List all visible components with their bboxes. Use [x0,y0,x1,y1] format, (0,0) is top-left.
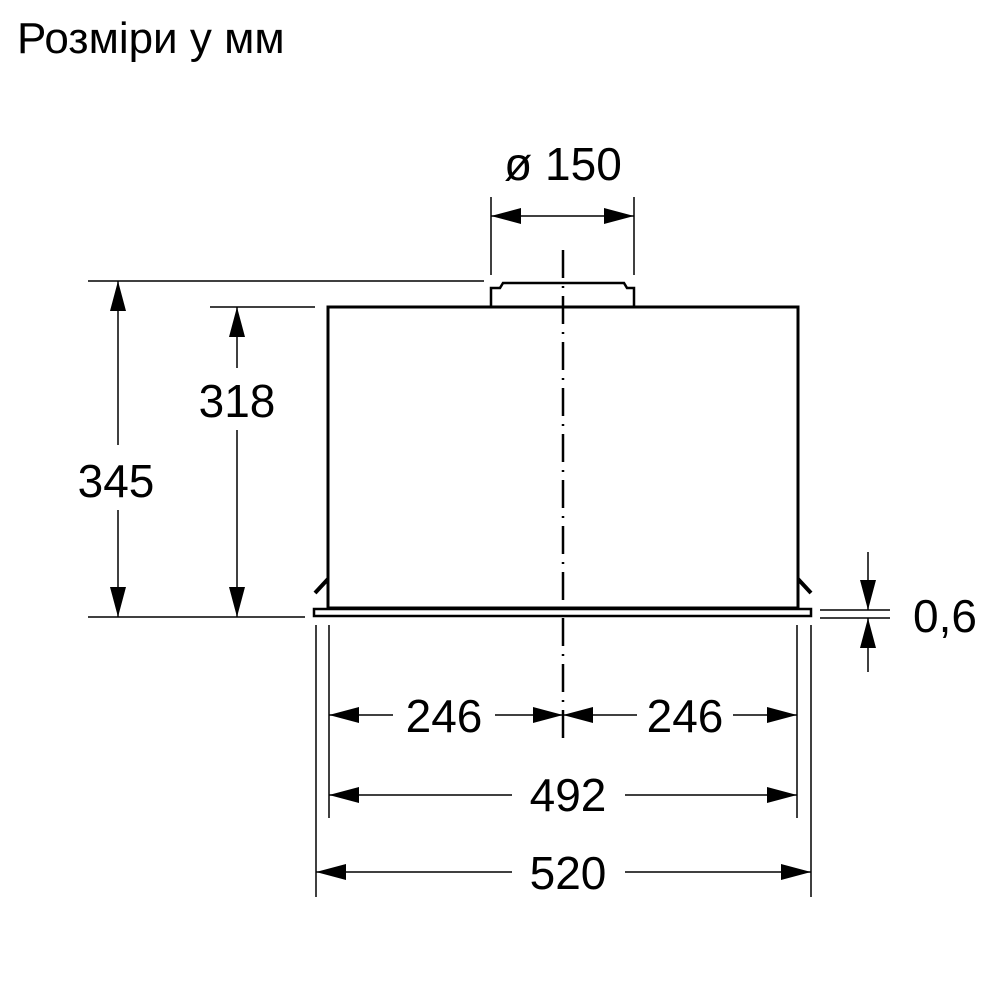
duct-diameter-label: ø 150 [504,138,622,190]
body-height-label: 318 [199,375,276,427]
extension-lines [88,197,890,897]
half-width-right-label: 246 [647,690,724,742]
half-width-left-label: 246 [406,690,483,742]
page-title: Розміри у мм [17,14,285,63]
inner-width-label: 492 [530,769,607,821]
outer-width-label: 520 [530,847,607,899]
total-height-label: 345 [78,455,155,507]
glass-thickness-label: 0,6 [913,590,977,642]
dimension-lines [110,208,876,880]
